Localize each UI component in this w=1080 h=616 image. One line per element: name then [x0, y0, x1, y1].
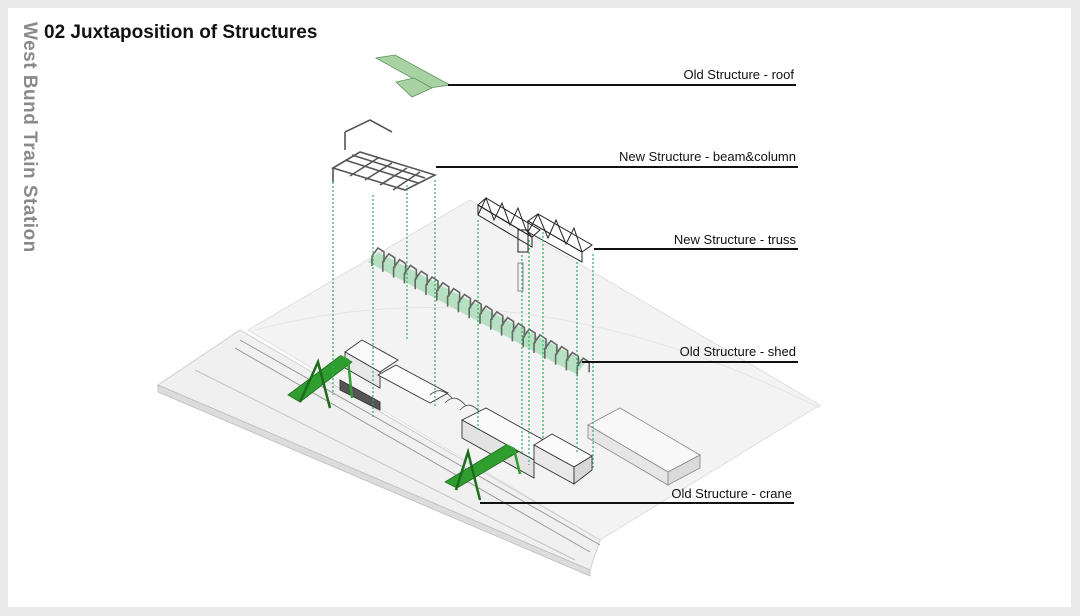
label-roof: Old Structure - roof	[683, 67, 794, 82]
shed-frame	[414, 270, 428, 290]
side-building	[587, 407, 701, 486]
shed-frame	[436, 281, 450, 301]
shed-frame	[371, 246, 385, 266]
leader-lines	[436, 84, 798, 504]
shed-frame	[382, 252, 396, 272]
shed-frame	[565, 351, 580, 371]
crane-left	[287, 354, 354, 409]
label-shed: Old Structure - shed	[679, 344, 796, 359]
site-ground	[156, 199, 821, 577]
label-truss: New Structure - truss	[673, 232, 796, 247]
shed-frame	[479, 304, 493, 324]
site-curve	[254, 307, 821, 409]
shed-frame	[554, 345, 569, 365]
truss-structure	[477, 196, 593, 292]
track-line-1	[239, 339, 601, 546]
track-line-2	[234, 347, 591, 553]
shed-frame	[533, 333, 547, 353]
shed-frame	[392, 258, 407, 278]
shed-frame	[576, 357, 590, 377]
label-crane: Old Structure - crane	[671, 486, 792, 501]
shed-frame	[511, 322, 526, 342]
truss-column-piece	[517, 262, 524, 292]
shed-frame	[468, 299, 482, 319]
shed-frame	[457, 293, 472, 313]
shed-frame	[446, 287, 461, 307]
beam-column-structure	[331, 119, 438, 191]
site-front-edge	[157, 384, 591, 577]
shed-frame	[500, 316, 515, 336]
label-beam-column: New Structure - beam&column	[618, 149, 796, 164]
crane-right	[444, 443, 522, 501]
shed-frame	[403, 264, 418, 284]
shed-frame	[490, 310, 504, 330]
roof-structure	[374, 54, 452, 98]
shed-structure	[368, 246, 590, 377]
station-buildings	[339, 339, 593, 485]
shed-frame	[544, 339, 558, 359]
shed-frame	[425, 275, 439, 295]
project-side-title: West Bund Train Station	[19, 22, 40, 253]
track-line-3	[194, 369, 576, 561]
page-title: 02 Juxtaposition of Structures	[44, 22, 318, 43]
